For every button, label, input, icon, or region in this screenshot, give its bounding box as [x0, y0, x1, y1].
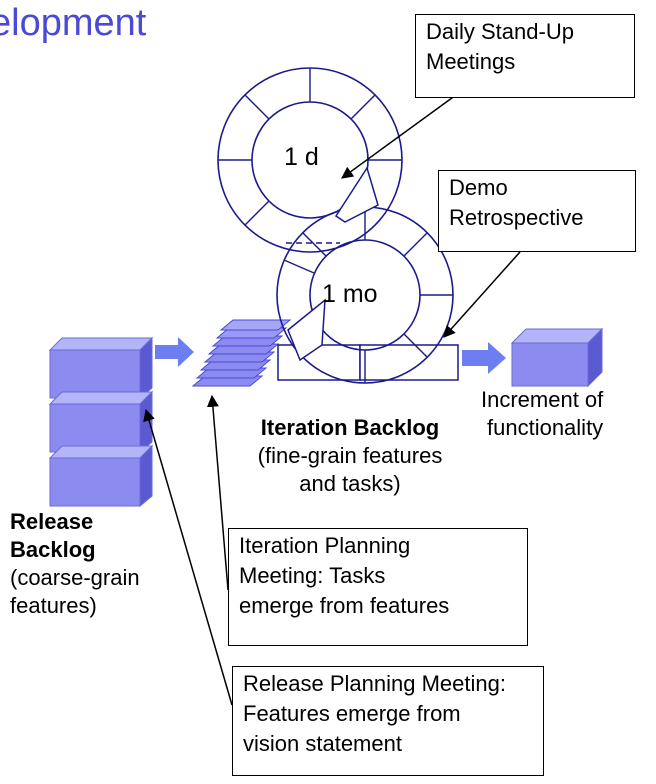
release-cube-3 — [48, 444, 154, 508]
iteration-backlog-desc-2: and tasks) — [299, 471, 401, 496]
iteration-backlog-stack — [191, 319, 292, 387]
increment-cube — [510, 327, 604, 388]
daily-pointer — [341, 94, 457, 179]
iteration-planning-callout: Iteration Planning Meeting: Tasks emerge… — [228, 528, 528, 646]
demo-retrospective-callout: Demo Retrospective — [438, 170, 636, 252]
iteration-backlog-desc-1: (fine-grain features — [257, 443, 443, 468]
release-planning-callout: Release Planning Meeting: Features emerg… — [232, 666, 544, 776]
page-title: elopment — [0, 2, 147, 44]
release-cube-1 — [48, 336, 154, 400]
daily-cycle-label: 1 d — [284, 143, 319, 171]
iteration-backlog-label: Iteration Backlog (fine-grain features a… — [226, 414, 474, 498]
release-planning-line-2: Features emerge from — [243, 701, 461, 726]
demo-pointer — [443, 251, 521, 338]
flow-arrow-to-iteration — [155, 337, 194, 367]
release-cube-2 — [48, 390, 154, 454]
release-planning-pointer — [143, 408, 233, 706]
release-backlog-desc-2: features) — [10, 593, 97, 618]
iteration-conveyor — [277, 344, 459, 381]
release-backlog-label: Release Backlog (coarse-grain features) — [10, 508, 140, 620]
iteration-planning-line-2: Meeting: Tasks — [239, 563, 386, 588]
retrospective-line: Retrospective — [449, 205, 584, 230]
iteration-planning-line-3: emerge from features — [239, 593, 450, 618]
increment-label: Increment of functionality — [481, 386, 603, 442]
iteration-planning-pointer — [206, 394, 229, 591]
release-planning-line-3: vision statement — [243, 731, 402, 756]
iteration-planning-line-1: Iteration Planning — [239, 533, 411, 558]
release-backlog-stack — [48, 336, 154, 508]
callout-pointers — [143, 94, 521, 706]
increment-line-1: Increment of — [481, 387, 604, 412]
daily-standup-line-2: Meetings — [426, 49, 516, 74]
monthly-cycle-arrowhead — [287, 298, 326, 362]
daily-cycle-ring — [217, 67, 403, 253]
daily-standup-line-1: Daily Stand-Up — [426, 19, 574, 44]
release-planning-line-1: Release Planning Meeting: — [243, 671, 506, 696]
iteration-backlog-title: Iteration Backlog — [260, 415, 440, 440]
release-backlog-desc-1: (coarse-grain — [10, 565, 140, 590]
increment-line-2: functionality — [487, 415, 604, 440]
release-backlog-title-1: Release — [10, 509, 94, 534]
release-backlog-title-2: Backlog — [10, 537, 96, 562]
monthly-cycle-label: 1 mo — [322, 280, 378, 308]
daily-cycle-arrowhead — [334, 166, 379, 223]
flow-arrow-to-increment — [462, 342, 506, 374]
daily-standup-callout: Daily Stand-Up Meetings — [415, 14, 635, 98]
demo-line: Demo — [449, 175, 508, 200]
